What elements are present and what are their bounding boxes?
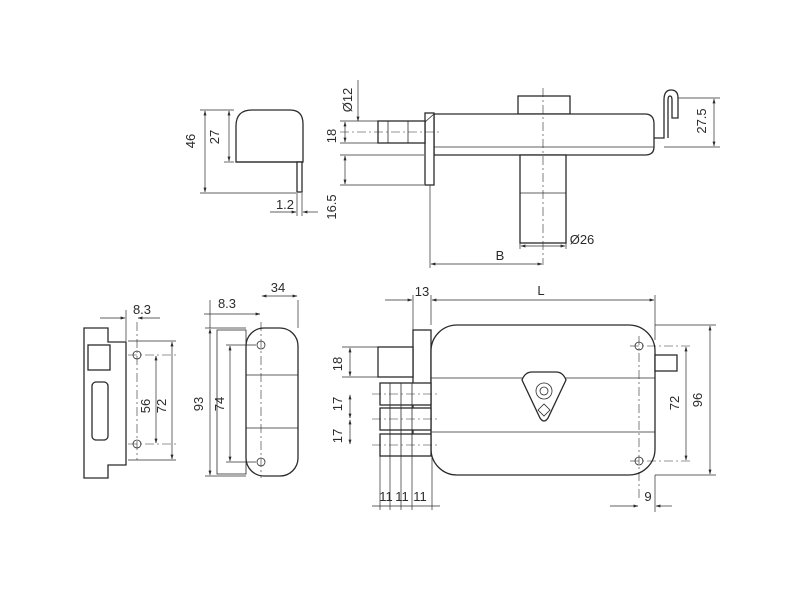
latch-slot xyxy=(91,381,109,441)
logo-icon xyxy=(537,403,551,417)
dim-label-96: 96 xyxy=(690,393,705,407)
dim-label-74: 74 xyxy=(212,397,227,411)
cap-body xyxy=(235,109,304,163)
dim-label-13: 13 xyxy=(415,284,429,299)
dim-label-34: 34 xyxy=(271,280,285,295)
dim-label-d12: Ø12 xyxy=(340,88,355,113)
dim-label-17-b: 17 xyxy=(330,429,345,443)
dim-label-16-5: 16.5 xyxy=(324,194,339,219)
dim-label-93: 93 xyxy=(191,397,206,411)
dim-label-9: 9 xyxy=(644,489,651,504)
dim-label-l: L xyxy=(537,283,544,298)
strike-plate-view: 8.3 56 72 xyxy=(83,302,176,479)
strike-box-front xyxy=(245,327,299,477)
dim-label-11-c: 11 xyxy=(413,489,427,504)
dim-label-27-5: 27.5 xyxy=(694,108,709,133)
cylinder-cap-view: 46 27 1.2 xyxy=(183,109,318,216)
dim-label-18-side: 18 xyxy=(324,129,339,143)
latch-tab xyxy=(654,354,678,372)
dim-label-27: 27 xyxy=(207,130,222,144)
bolt-line xyxy=(424,113,435,123)
dim-label-d26: Ø26 xyxy=(570,232,595,247)
dim-label-18-front: 18 xyxy=(330,357,345,371)
lock-side-view: Ø12 18 16.5 Ø26 B 27.5 xyxy=(324,80,720,268)
strike-box-view: 8.3 34 93 74 xyxy=(191,280,299,478)
dim-label-11-a: 11 xyxy=(379,489,393,504)
front-plate xyxy=(424,112,435,186)
strike-box-side xyxy=(216,329,247,475)
bolt xyxy=(377,120,426,144)
cylinder-shield xyxy=(521,371,567,422)
dim-label-b: B xyxy=(496,248,505,263)
cylinder-icon xyxy=(535,382,553,400)
cylinder-icon xyxy=(539,386,549,396)
lock-body-side xyxy=(433,113,655,156)
dim-label-17-a: 17 xyxy=(330,397,345,411)
dim-label-46: 46 xyxy=(183,134,198,148)
cylinder-stub xyxy=(517,95,571,115)
lock-front-view: 13 L 18 17 17 72 96 11 11 11 xyxy=(330,283,716,512)
dim-label-56: 56 xyxy=(138,399,153,413)
dim-label-8-3-plate: 8.3 xyxy=(133,302,151,317)
dim-label-11-b: 11 xyxy=(395,489,409,504)
dim-label-72-front: 72 xyxy=(667,396,682,410)
cap-flange xyxy=(296,161,303,193)
dim-label-8-3-box: 8.3 xyxy=(218,296,236,311)
top-bolt xyxy=(377,346,414,378)
dim-label-72-plate: 72 xyxy=(154,399,169,413)
hook xyxy=(654,89,679,139)
bolt-slot xyxy=(87,344,111,371)
dim-label-1-2: 1.2 xyxy=(276,197,294,212)
